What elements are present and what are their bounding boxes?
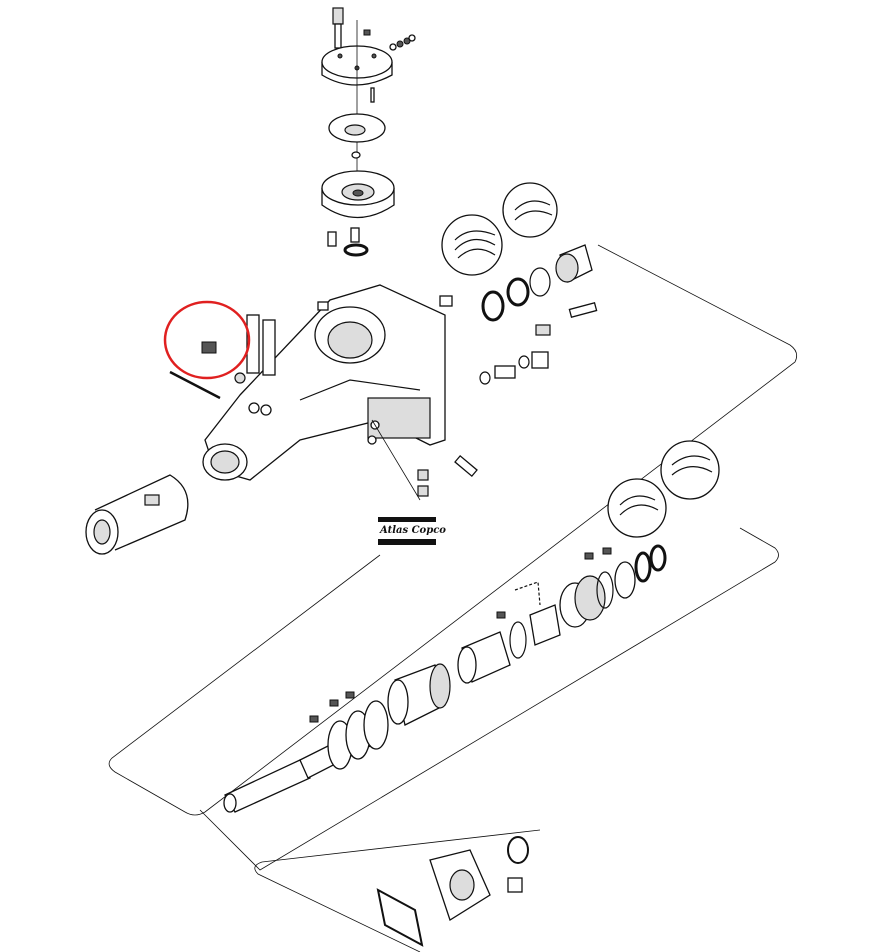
top-bolt [332,7,344,49]
screw [350,227,360,243]
atlas-copco-logo: Atlas Copco [378,517,446,545]
upper-flange [321,170,395,219]
small-o-ring [351,151,361,159]
guide-pin [246,314,260,374]
highlight-circle [163,300,251,380]
panel-outline-piston [199,527,779,871]
panel-outline-housing [108,244,798,816]
rod [169,370,221,400]
main-housing [202,284,446,481]
seal-detail-callouts [441,182,720,538]
highlighted-part [201,341,217,354]
end-cover [376,836,529,947]
panel-outline-cover [254,829,541,952]
front-cylinder [85,474,189,555]
o-ring [343,243,369,257]
svg-text:Atlas Copco: Atlas Copco [379,525,446,536]
diaphragm [328,113,386,143]
piston-assembly [223,544,667,813]
threaded-nut [555,244,593,283]
guide-pin [262,319,276,376]
screw [327,231,337,247]
small-fittings-top [363,29,416,51]
